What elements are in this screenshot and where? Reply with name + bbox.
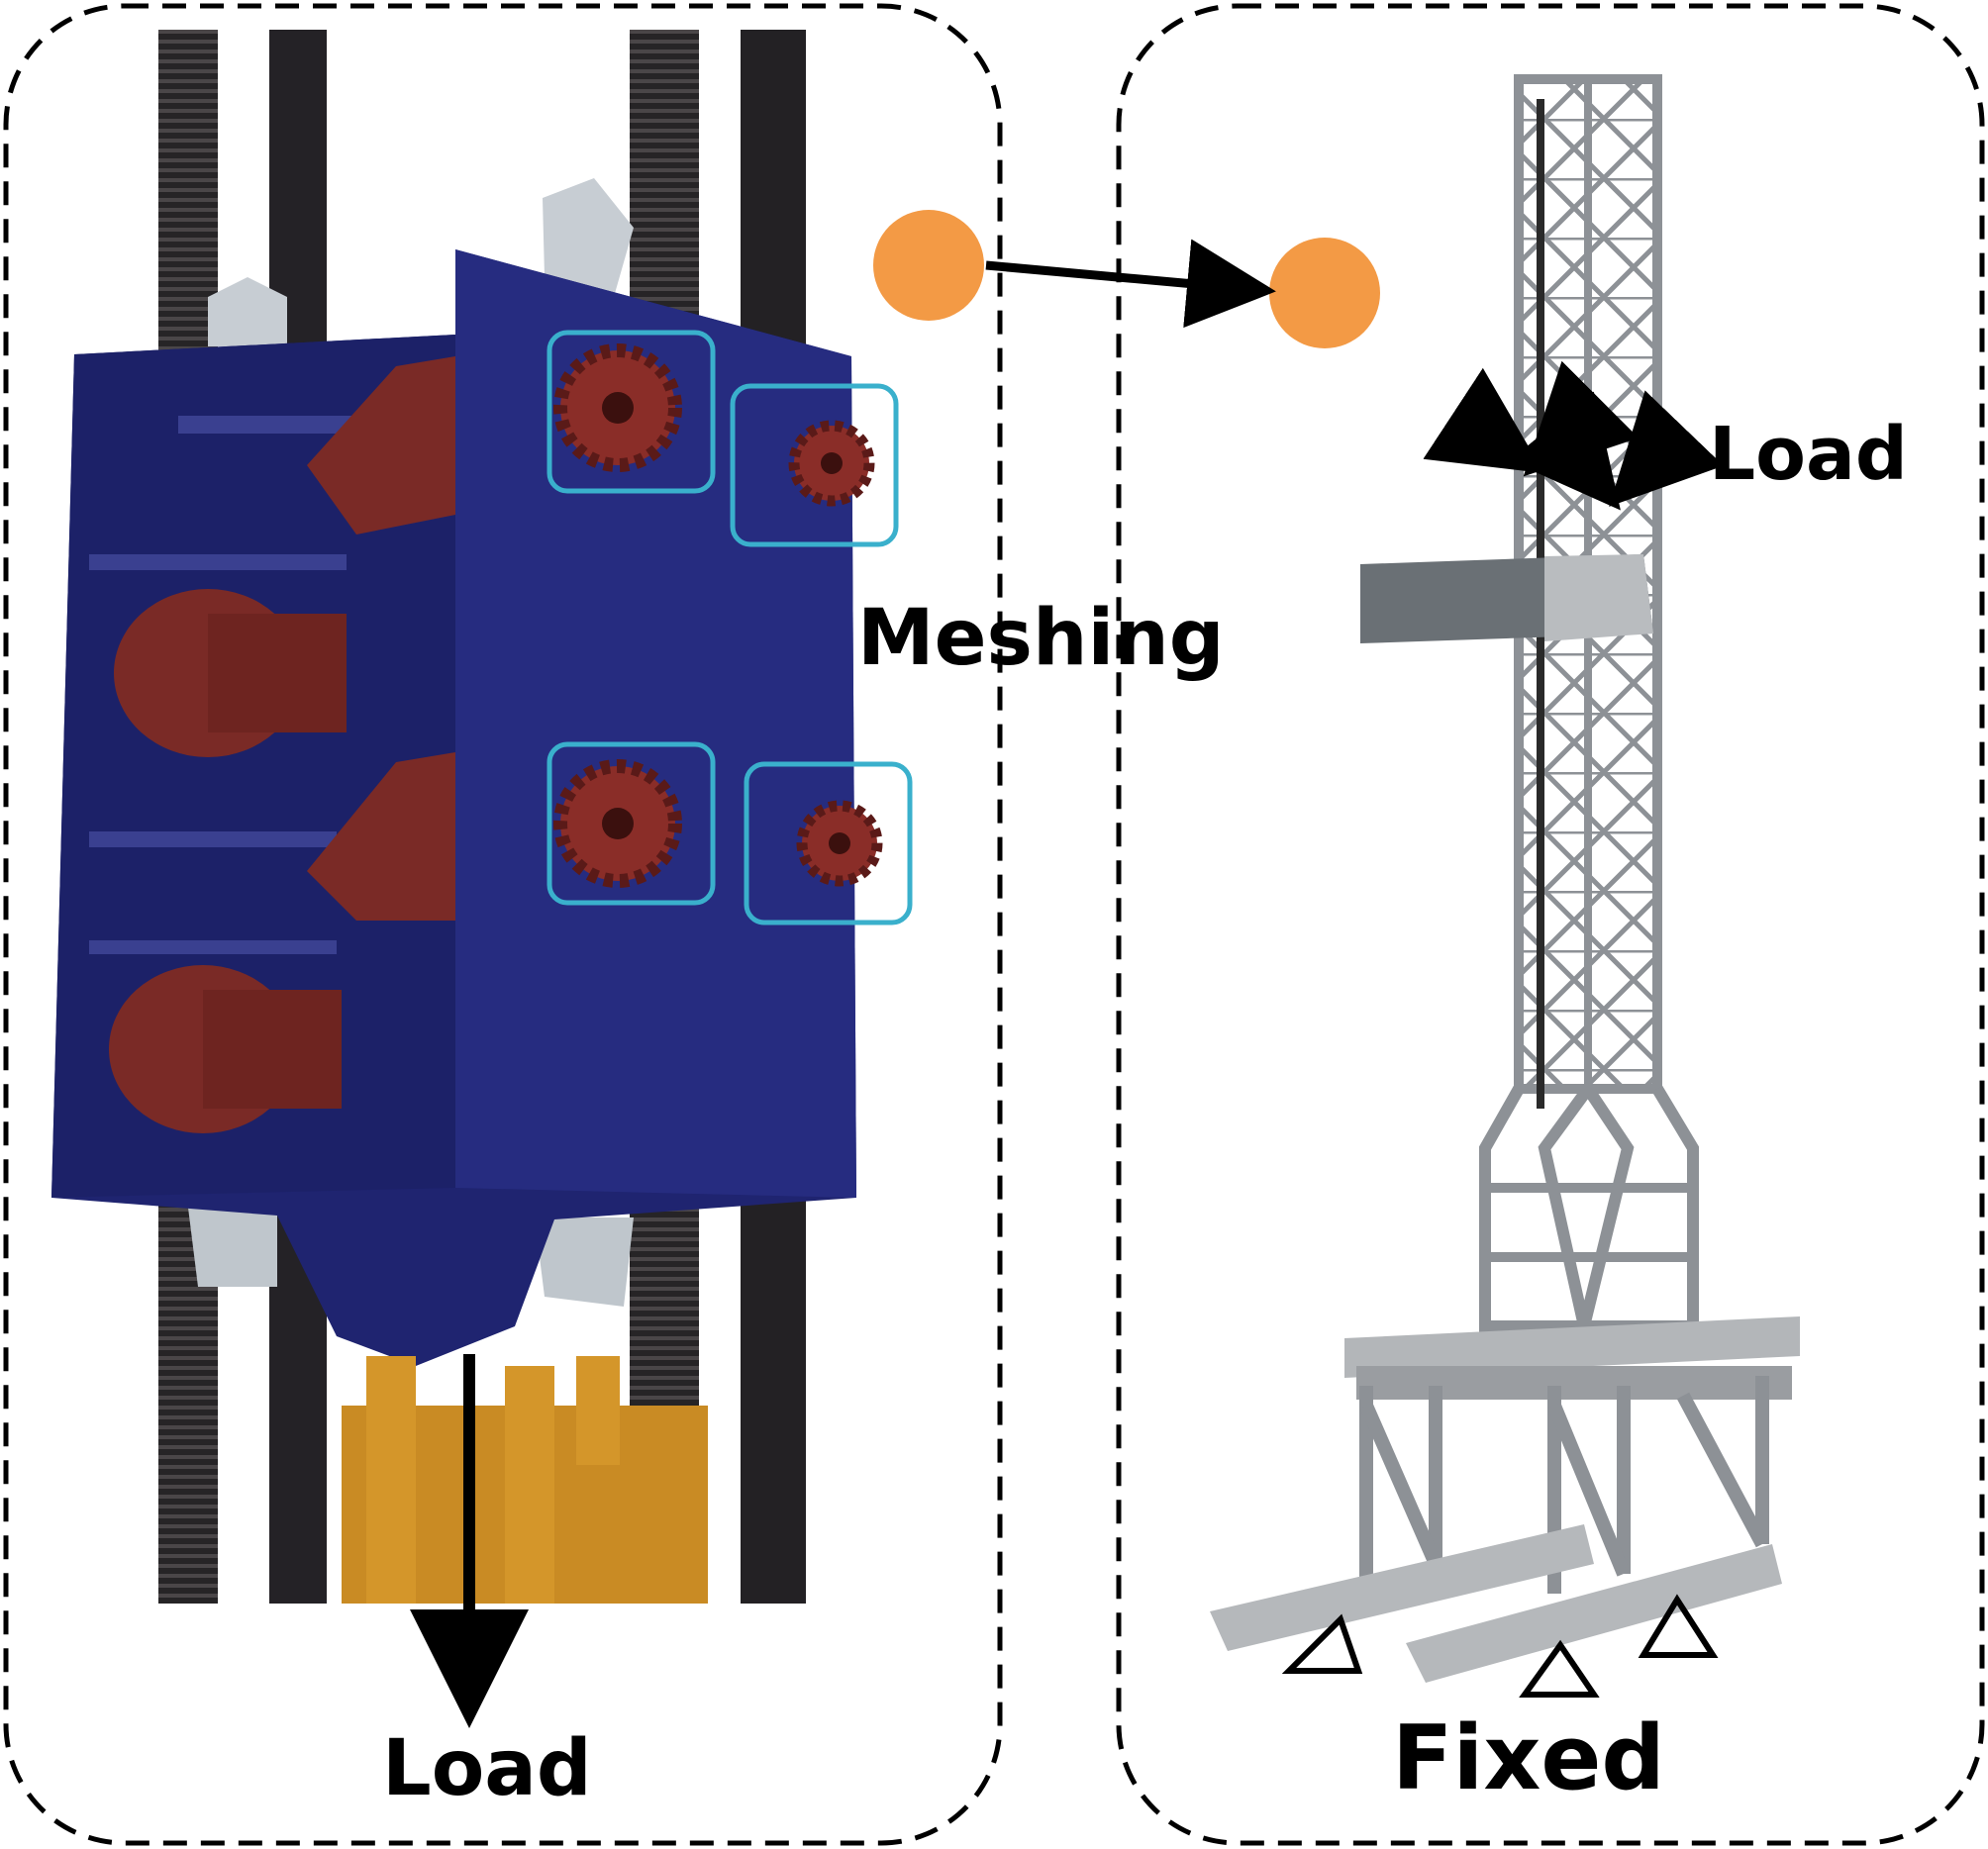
meshing-box-4 — [744, 761, 913, 925]
support-icon-1 — [1281, 1613, 1363, 1674]
right-panel-border — [1116, 3, 1985, 1846]
hydraulic-cylinders — [342, 1356, 708, 1604]
base-legs — [1359, 1376, 1769, 1594]
meshing-box-1 — [547, 330, 716, 494]
motor-3 — [307, 752, 455, 921]
support-icon-3 — [1638, 1594, 1719, 1658]
fixed-supports — [1281, 1594, 1719, 1698]
cylinder-3 — [576, 1356, 620, 1465]
meshing-highlights — [547, 330, 913, 925]
meshing-box-2 — [730, 383, 899, 547]
cylinder-1 — [366, 1356, 416, 1604]
lattice-tower — [1210, 74, 1800, 1698]
top-bracket-right — [543, 178, 634, 297]
bottom-bracket-right — [535, 1217, 634, 1307]
fixed-label: Fixed — [1392, 1706, 1665, 1810]
load-label-bottom: Load — [382, 1724, 592, 1813]
node-right — [1269, 238, 1380, 348]
support-icon-2 — [1519, 1639, 1600, 1698]
node-left — [873, 210, 984, 321]
base-skid-2 — [1406, 1544, 1782, 1683]
motor-group — [109, 356, 455, 1133]
motor-1 — [307, 356, 455, 535]
left-panel-border — [3, 3, 1003, 1846]
base-skid-1 — [1210, 1524, 1594, 1651]
load-label-tower: Load — [1709, 412, 1908, 497]
base-deck — [1344, 1316, 1800, 1378]
top-bracket-left — [208, 277, 287, 346]
gear-group — [553, 343, 883, 888]
meshing-label: Meshing — [857, 594, 1225, 683]
meshing-box-3 — [547, 741, 716, 906]
cylinder-2 — [505, 1366, 554, 1604]
tower-load-arrows — [1423, 360, 1724, 511]
mast-splay — [1479, 1078, 1699, 1332]
bottom-bracket-left — [188, 1208, 277, 1287]
gearbox-assembly — [51, 30, 913, 1728]
connection-arrow — [985, 239, 1276, 329]
